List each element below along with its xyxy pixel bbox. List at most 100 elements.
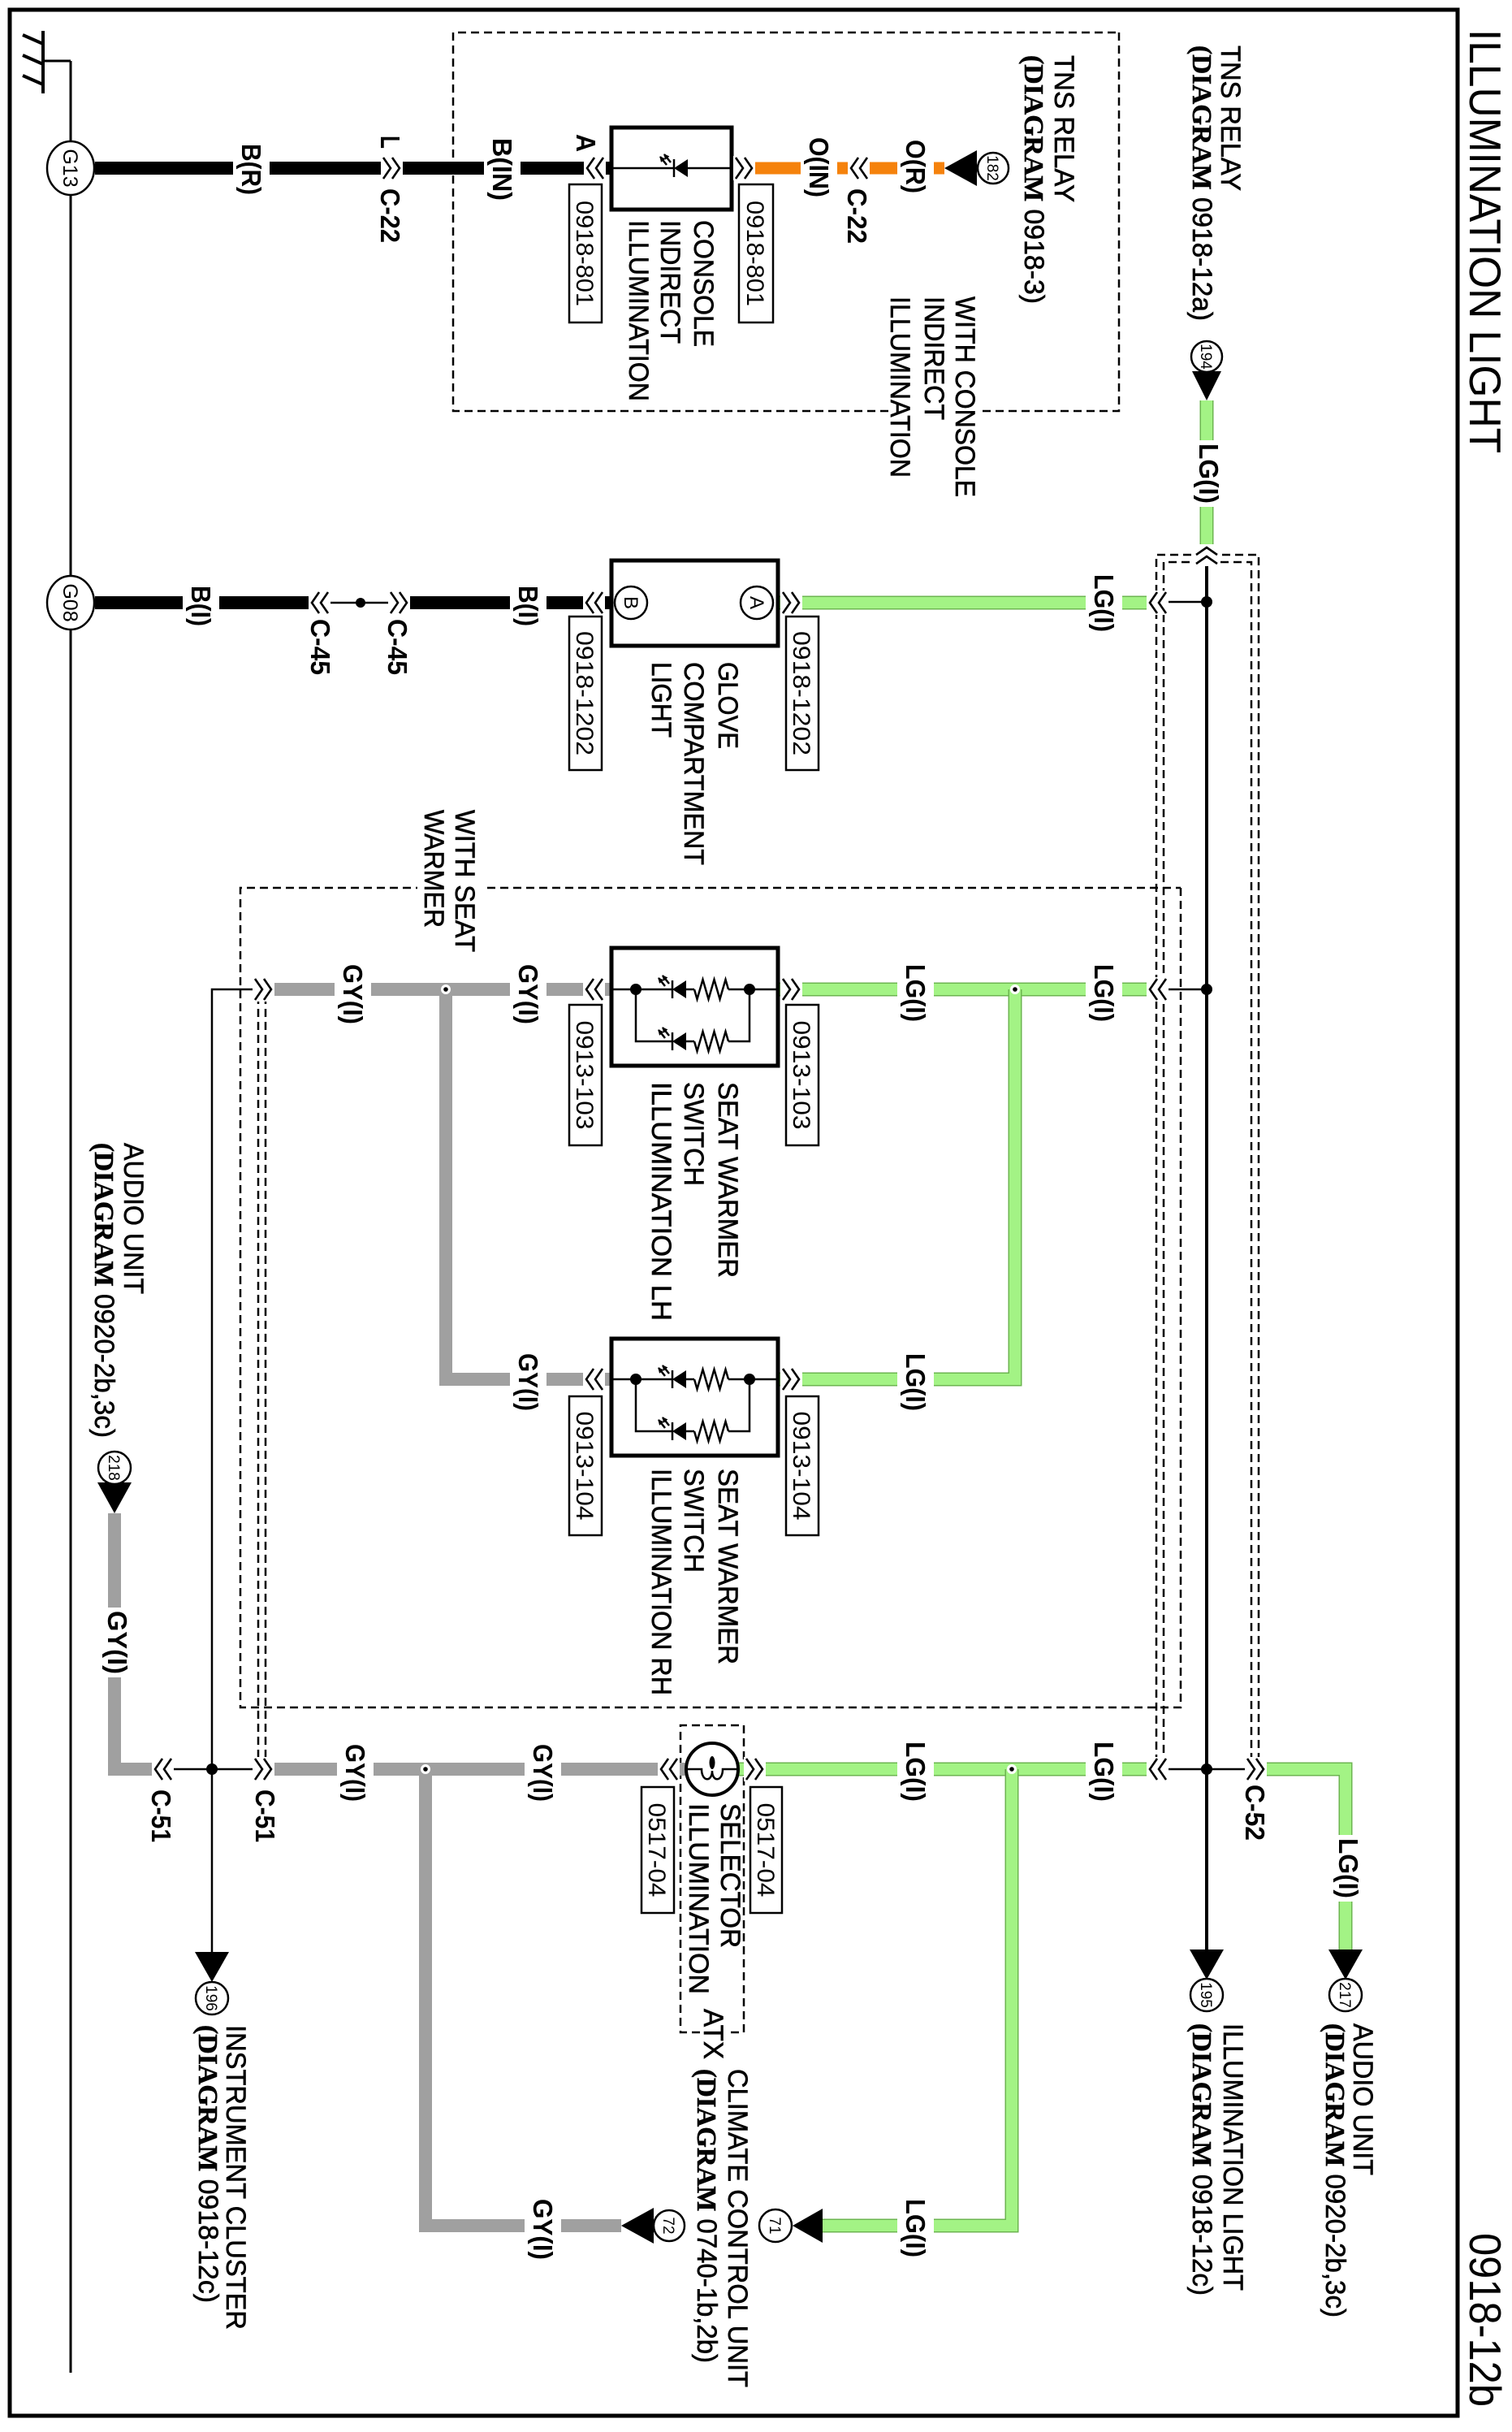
joint-label-c51-audio: C-51 <box>146 1789 176 1842</box>
seat-rh-led-ray-icon <box>662 1365 670 1374</box>
seat-lh-led-ray-icon <box>662 975 670 984</box>
terminal-195 <box>1189 1977 1225 2013</box>
wire-label-gap <box>183 582 219 630</box>
glove-pin-b <box>613 585 649 621</box>
terminal-72-label: 72 <box>659 2217 676 2234</box>
wire-gy-seat-rh <box>439 989 611 1386</box>
seat-lh-node <box>630 984 642 995</box>
connector-ref-box <box>749 1785 784 1915</box>
seat-lh-resistor-icon <box>693 1028 730 1055</box>
wire-label-gap <box>897 1350 934 1414</box>
wire-label-climate-supply: LG(I) <box>901 2199 931 2257</box>
wire-label-gap <box>525 2196 561 2263</box>
seat-lh-led-ray-icon <box>658 1029 666 1039</box>
wire-label-console-ground-in: B(IN) <box>487 138 517 201</box>
wire-label-gap <box>897 2196 934 2261</box>
joint-dot-c51 <box>206 1763 218 1775</box>
page-title: ILLUMINATION LIGHT <box>1460 29 1510 453</box>
seat-lh-led-ray-icon <box>662 1027 670 1036</box>
joint-label-c52: C-52 <box>1240 1785 1270 1841</box>
wire-label-seat-lh-dimmer: GY(I) <box>513 964 543 1024</box>
wire-label-climate-dimmer: GY(I) <box>528 2199 558 2260</box>
wire-label-gap <box>1086 571 1122 635</box>
console-led-ray-icon <box>663 154 672 163</box>
connector-ref-seat-rh-supply: 0913-104 <box>788 1412 814 1521</box>
diagram-ref-word: (DIAGRAM <box>1186 45 1216 190</box>
harness-boundary-c51 <box>257 996 267 1763</box>
chevron-c22-ground <box>379 154 404 182</box>
terminal-72 <box>652 2209 686 2243</box>
climate-control-ref: (DIAGRAM 0740-1b,2b) <box>691 2069 722 2363</box>
chevron-c52-selector <box>1145 1755 1170 1783</box>
connector-ref-glove-ground: 0918-1202 <box>571 631 598 755</box>
seat-warmer-switch-rh-box <box>609 1336 780 1458</box>
wire-label-gap <box>897 136 934 197</box>
splice-gy-seat <box>441 984 451 994</box>
glove-name-line-2: COMPARTMENT <box>678 662 709 865</box>
glove-pin-b-label: B <box>620 596 642 609</box>
seat-warmer-switch-lh-box <box>609 946 780 1068</box>
connector-ref-box <box>568 1395 603 1537</box>
wire-label-glove-ground-lower: B(I) <box>186 586 216 626</box>
seat-rh-resistor-icon <box>693 1365 730 1393</box>
climate-control-name: CLIMATE CONTROL UNIT <box>722 2069 753 2387</box>
chevron-seat-lh-supply <box>779 976 804 1003</box>
wire-label-console-relay: O(R) <box>901 140 931 193</box>
wire-label-gap <box>897 1738 934 1805</box>
joint-label-c22-ground: C-22 <box>375 188 405 243</box>
terminal-194-label: 194 <box>1197 344 1214 370</box>
page-code: 0918-12b <box>1460 2233 1510 2407</box>
tns-relay-main-ref: (DIAGRAM 0918-12a) <box>1186 45 1217 321</box>
output-illumination-light-ref: (DIAGRAM 0918-12c) <box>1186 2023 1217 2296</box>
seat-rh-led-ray-icon <box>658 1419 666 1429</box>
chevron-selector-dimmer <box>656 1755 681 1783</box>
connector-ref-glove-supply: 0918-1202 <box>788 631 814 755</box>
selector-name-line-1: SELECTOR <box>715 1803 745 1948</box>
diagram-ref-number: 0918-12a) <box>1186 190 1217 321</box>
wire-label-gap <box>335 961 371 1028</box>
arrow-in-194 <box>1192 371 1221 400</box>
seat-rh-led-icon <box>672 1422 686 1440</box>
bus-junction-seat-warmer <box>1201 984 1212 995</box>
seat-rh-led-icon <box>672 1370 686 1388</box>
output-instrument-cluster-name: INSTRUMENT CLUSTER <box>220 2025 251 2330</box>
wire-label-gap <box>1190 440 1227 507</box>
chevron-c52-glove <box>1145 589 1170 617</box>
wire-label-seat-rh-dimmer: GY(I) <box>513 1353 543 1411</box>
ground-point-g08 <box>45 574 96 631</box>
wire-label-glove-ground-upper: B(I) <box>513 586 543 626</box>
chevron-console-supply <box>732 154 757 182</box>
seat-rh-resistor-icon <box>693 1417 730 1445</box>
glove-name-line-1: GLOVE <box>712 662 743 749</box>
console-led-icon <box>674 159 688 177</box>
connector-ref-box <box>640 1785 676 1915</box>
connector-ref-console-ground: 0918-801 <box>571 201 598 306</box>
diagram-ref-word: (DIAGRAM <box>691 2069 721 2211</box>
wire-label-gap <box>1330 1835 1367 1902</box>
connector-ref-seat-lh-supply: 0913-103 <box>788 1021 814 1130</box>
console-option-line-1: WITH CONSOLE <box>949 296 980 497</box>
output-illumination-light-name: ILLUMINATION LIGHT <box>1217 2023 1248 2291</box>
diagram-ref-word: (DIAGRAM <box>1186 2023 1216 2167</box>
joint-dot-c45 <box>356 598 365 608</box>
connector-ref-seat-rh-dimmer: 0913-104 <box>571 1412 598 1521</box>
output-audio-unit-ref: (DIAGRAM 0920-2b,3c) <box>1320 2023 1350 2317</box>
chevron-c52-bus-feed <box>1193 543 1220 568</box>
wire-label-gap <box>510 582 546 630</box>
diagram-ref-word: (DIAGRAM <box>89 1143 119 1287</box>
output-instrument-cluster-ref: (DIAGRAM 0918-12c) <box>192 2025 223 2303</box>
wire-label-seat-rh-supply: LG(I) <box>901 1353 931 1411</box>
chevron-seat-rh-supply <box>779 1365 804 1393</box>
splice-lg-selector <box>1007 1764 1017 1774</box>
tns-relay-console-ref: (DIAGRAM 0918-3) <box>1018 55 1049 304</box>
joint-label-c51-selector: C-51 <box>250 1789 280 1842</box>
wire-lg-seat-rh <box>778 989 1021 1385</box>
seat-rh-name-line-1: SEAT WARMER <box>712 1469 743 1664</box>
chevron-c45-a <box>307 589 332 617</box>
console-pin-label: A <box>571 134 601 152</box>
glove-compartment-light-box <box>609 558 780 648</box>
connector-ref-seat-lh-dimmer: 0913-103 <box>571 1021 598 1130</box>
selector-name-line-2: ILLUMINATION <box>683 1803 714 1994</box>
arrow-72 <box>621 2208 654 2244</box>
